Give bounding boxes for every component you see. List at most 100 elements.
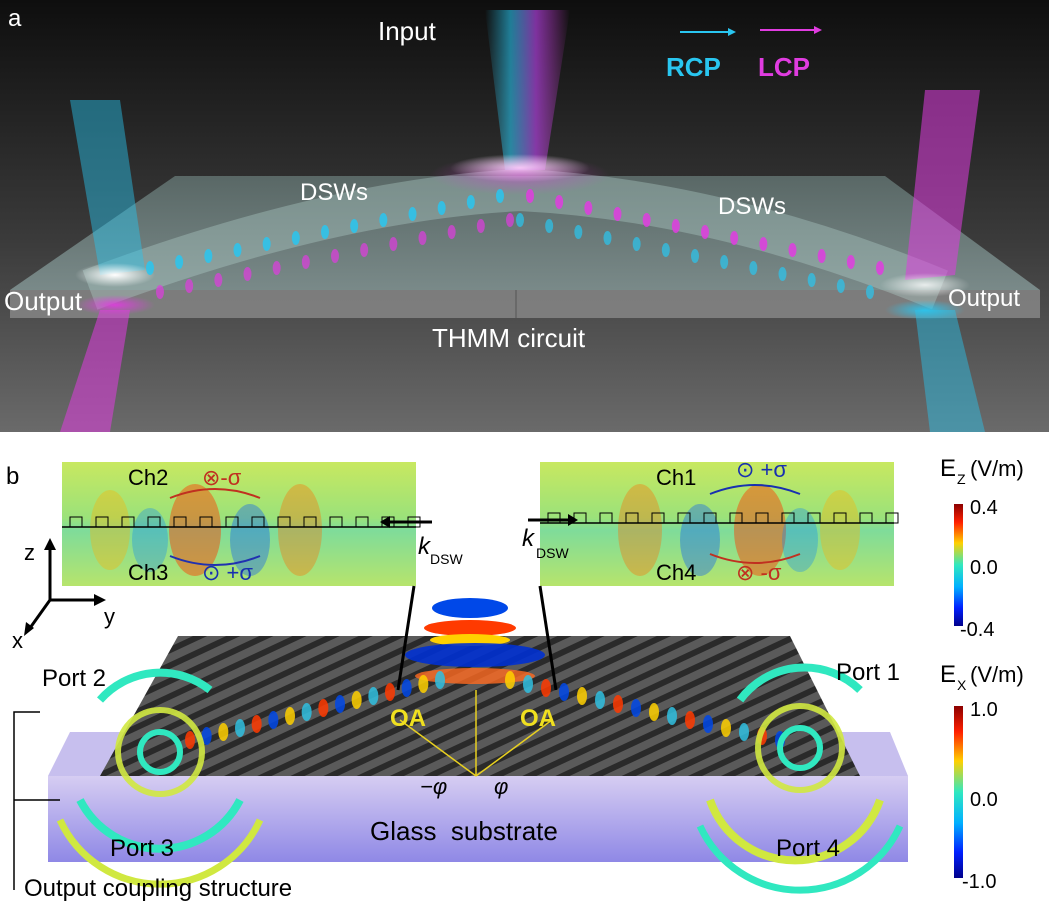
grating-tooth: [277, 516, 291, 528]
dsw-dot: [671, 219, 680, 233]
grating-tooth: [69, 516, 83, 528]
port2-label: Port 2: [42, 665, 106, 692]
panel-a: a Input Output Output DSWs DSWs THMM cir…: [0, 0, 1049, 432]
dsw-dot: [291, 231, 300, 245]
thmm-slab-top: [10, 176, 1040, 290]
wave-streak: [613, 695, 623, 713]
dsw-dot: [496, 189, 504, 203]
ch3-sigma: ⊙ +σ: [202, 560, 253, 585]
grating-tooth: [885, 512, 899, 524]
dsw-dot: [506, 213, 514, 227]
wave-streak: [739, 723, 749, 741]
wave-streak: [351, 691, 362, 709]
dsw-dot: [262, 237, 271, 251]
dsw-dot: [408, 207, 417, 221]
wave-streak: [335, 695, 345, 713]
dsw-dot: [778, 267, 787, 281]
k-dsw-left: k: [418, 533, 432, 560]
k-dsw-left-sub: DSW: [430, 551, 463, 567]
dsw-dot: [846, 255, 855, 269]
dsw-right-label: DSWs: [718, 193, 786, 220]
wave-streak: [401, 679, 412, 697]
axis-x: x: [12, 628, 23, 653]
dsw-dot: [545, 219, 554, 233]
colorbar-ez: E Z (V/m) 0.4 0.0 -0.4: [940, 455, 1024, 641]
wave-streak: [418, 675, 429, 693]
grating-tooth: [303, 516, 317, 528]
port4-label: Port 4: [776, 835, 840, 862]
ch1-label: Ch1: [656, 465, 696, 490]
wave-streak: [595, 691, 605, 709]
dsw-dot: [574, 225, 583, 239]
wave-streak: [235, 719, 245, 737]
dsw-dot: [730, 231, 739, 245]
dsw-dot: [603, 231, 612, 245]
colorbar-ex: E X (V/m) 1.0 0.0 -1.0: [940, 661, 1024, 893]
wave-streak: [368, 687, 379, 705]
dsw-dot: [759, 237, 768, 251]
output-beam-left-rcp: [70, 100, 145, 275]
port3-label: Port 3: [110, 835, 174, 862]
dsw-dot: [807, 273, 816, 287]
dsw-dot: [301, 255, 310, 269]
wave-streak: [685, 711, 695, 729]
dsw-dot: [437, 201, 446, 215]
grating-tooth: [833, 512, 847, 524]
oa-right: OA: [520, 705, 556, 732]
wave-streak: [301, 703, 312, 721]
ex-unit: (V/m): [970, 662, 1024, 687]
wave-streak: [541, 679, 551, 697]
dsw-dot: [749, 261, 758, 275]
wave-streak: [385, 683, 395, 701]
grating-tooth: [199, 516, 213, 528]
panel-b-letter: b: [6, 463, 19, 490]
dsw-dots: [146, 189, 884, 299]
wave-streak: [435, 671, 445, 689]
wave-streak: [667, 707, 677, 725]
wave-streak: [703, 715, 713, 733]
phi-neg: −φ: [420, 774, 447, 799]
input-beam: [485, 10, 570, 170]
k-dsw-right: k: [522, 525, 536, 552]
coupling-label: Output coupling structure: [24, 875, 292, 902]
output-beam-right-rcp: [915, 310, 985, 432]
dsw-dot: [146, 261, 154, 275]
k-dsw-right-sub: DSW: [536, 545, 569, 561]
wave-streak: [285, 707, 295, 725]
ex-title: E: [940, 661, 956, 688]
dsw-dot: [476, 219, 485, 233]
wave-streak: [185, 731, 195, 749]
output-right-label: Output: [948, 285, 1020, 312]
grating-tooth: [703, 512, 717, 524]
wave-streak: [631, 699, 641, 717]
dsw-dot: [379, 213, 388, 227]
grating-tooth: [651, 512, 665, 524]
ez-tick-top: 0.4: [970, 497, 998, 519]
output-beam-right-lcp: [905, 90, 980, 280]
dsw-dot: [516, 213, 524, 227]
dsw-dot: [642, 213, 651, 227]
wave-streak: [268, 711, 279, 729]
grating-tooth: [677, 512, 691, 524]
ez-tick-bot: -0.4: [960, 619, 994, 641]
grating-tooth: [807, 512, 821, 524]
grating-tooth: [755, 512, 769, 524]
dsw-dot: [233, 243, 242, 257]
dsw-dot: [185, 279, 194, 293]
lcp-label: LCP: [758, 52, 810, 82]
grating-tooth: [95, 516, 109, 528]
port-rings-right: [696, 663, 904, 894]
dsw-dot: [788, 243, 797, 257]
dsw-dot: [466, 195, 475, 209]
dsw-dot: [156, 285, 164, 299]
ez-unit: (V/m): [970, 456, 1024, 481]
dsw-dot: [243, 267, 252, 281]
phi-pos: φ: [494, 774, 508, 799]
grating-chip: [100, 636, 860, 776]
wave-streak: [218, 723, 229, 741]
wave-streak: [523, 675, 533, 693]
ch4-label: Ch4: [656, 560, 696, 585]
dsw-dot: [720, 255, 729, 269]
wave-streak: [721, 719, 731, 737]
dsw-dot: [876, 261, 884, 275]
